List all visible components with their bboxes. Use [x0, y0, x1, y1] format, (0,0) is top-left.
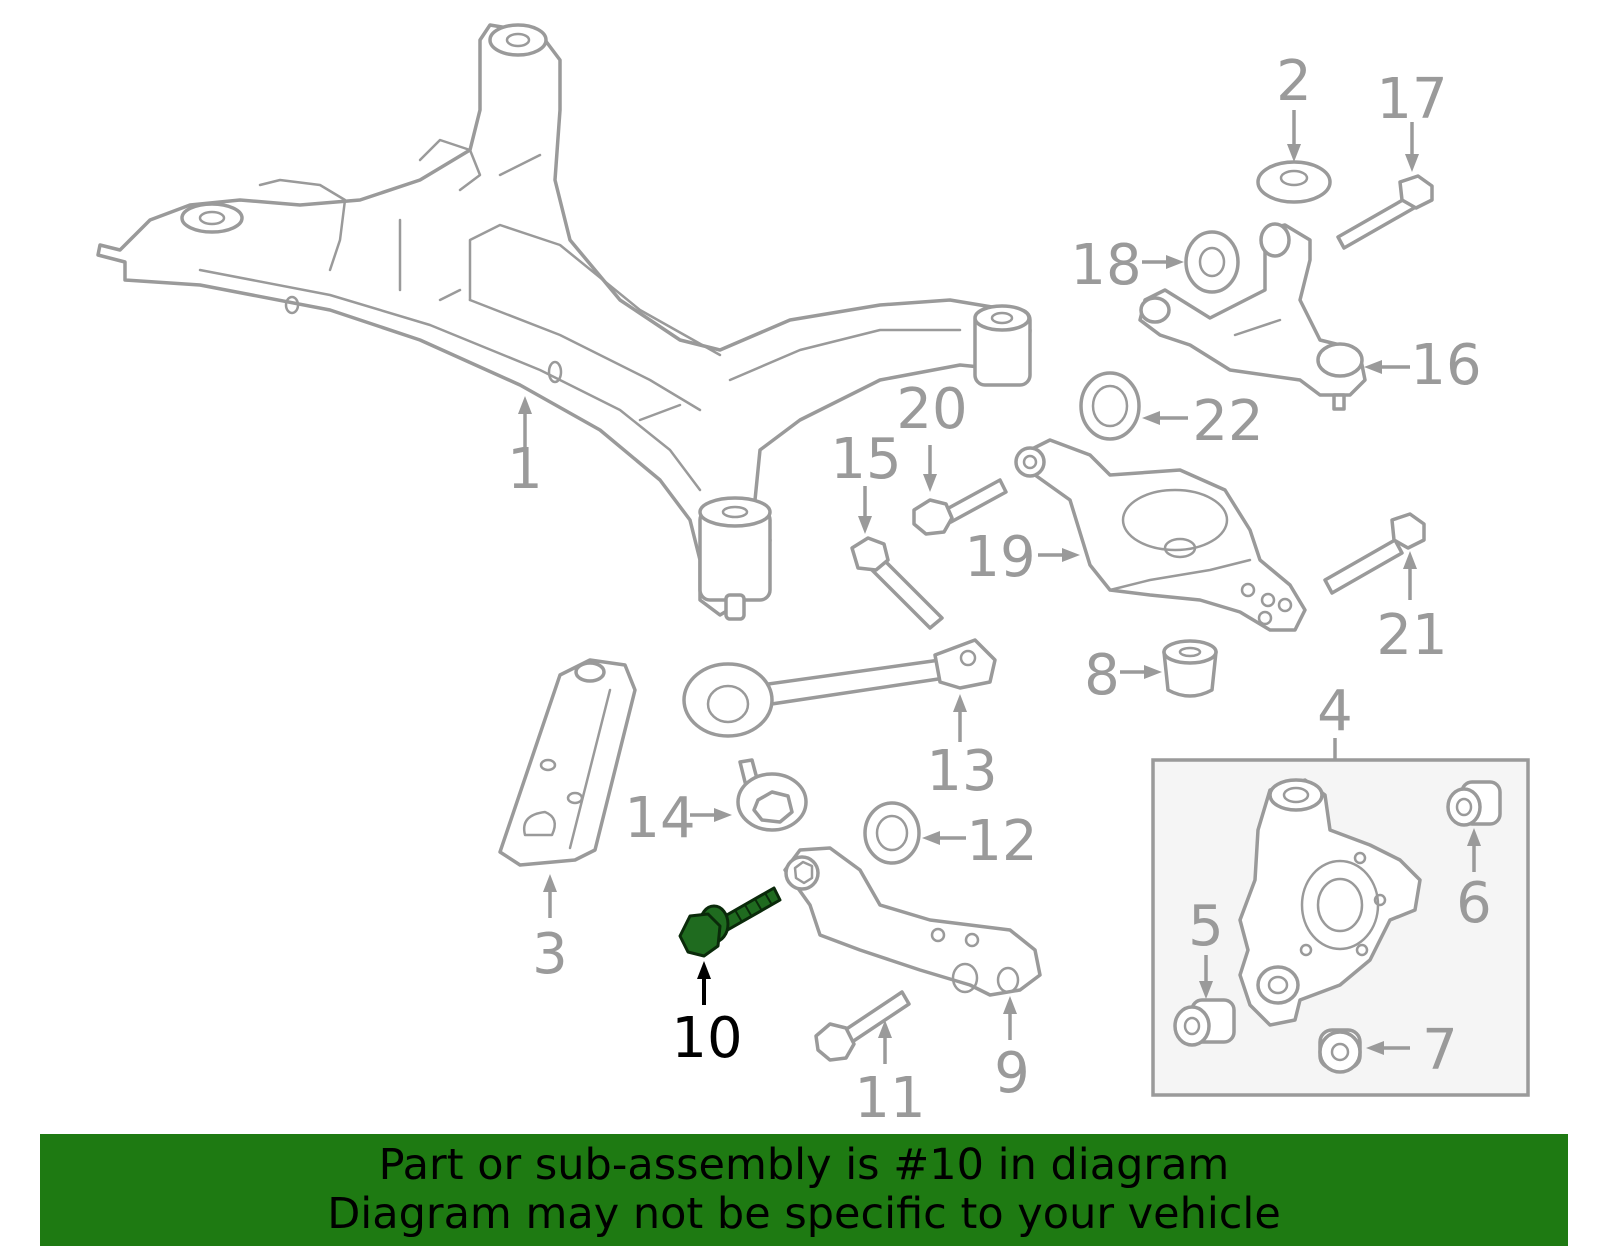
- part-18-washer[interactable]: [1184, 230, 1240, 294]
- part-12-washer[interactable]: [863, 801, 921, 865]
- callout-11: 11: [854, 1066, 925, 1131]
- part-7-bushing[interactable]: [1318, 1028, 1362, 1074]
- part-14-cam-bolt[interactable]: [736, 758, 808, 832]
- callout-16: 16: [1410, 333, 1481, 398]
- callout-6: 6: [1456, 871, 1492, 936]
- part-15-bolt[interactable]: [850, 536, 944, 630]
- part-13-link[interactable]: [682, 638, 997, 738]
- part-10-bolt[interactable]: [678, 886, 782, 958]
- callout-1: 1: [507, 437, 543, 502]
- callout-22: 22: [1192, 389, 1263, 454]
- callout-20: 20: [896, 377, 967, 442]
- part-1-subframe[interactable]: [96, 23, 1032, 621]
- part-21-bolt[interactable]: [1323, 512, 1426, 595]
- part-9-arm[interactable]: [783, 846, 1042, 997]
- part-22-washer[interactable]: [1079, 371, 1141, 441]
- part-19-lower-arm[interactable]: [1014, 438, 1307, 632]
- part-17-bolt[interactable]: [1336, 174, 1434, 250]
- part-3-link[interactable]: [498, 658, 637, 867]
- callout-17: 17: [1376, 67, 1447, 132]
- callout-12: 12: [966, 809, 1037, 874]
- part-2-washer[interactable]: [1256, 160, 1332, 204]
- part-8-bushing[interactable]: [1162, 639, 1218, 698]
- callout-labels: 1 2 3 4 5 6 7 8 9 10 11 12 13 14 15 16 1…: [507, 49, 1492, 1131]
- callout-19: 19: [964, 525, 1035, 590]
- callout-2: 2: [1276, 49, 1312, 114]
- callout-13: 13: [926, 739, 997, 804]
- callout-18: 18: [1070, 233, 1141, 298]
- callout-14: 14: [624, 786, 695, 851]
- notice-banner: Part or sub-assembly is #10 in diagram D…: [40, 1134, 1568, 1246]
- part-5-bushing[interactable]: [1173, 998, 1236, 1047]
- callout-7: 7: [1422, 1018, 1458, 1083]
- callout-21: 21: [1376, 603, 1447, 668]
- callout-15: 15: [830, 427, 901, 492]
- part-16-upper-arm[interactable]: [1138, 222, 1367, 411]
- banner-line-2: Diagram may not be specific to your vehi…: [327, 1189, 1281, 1239]
- callout-8: 8: [1084, 643, 1120, 708]
- callout-10: 10: [671, 1006, 742, 1071]
- callout-5: 5: [1188, 894, 1224, 959]
- part-20-bolt[interactable]: [912, 478, 1008, 536]
- callout-9: 9: [994, 1041, 1030, 1106]
- leader-arrows: [518, 110, 1481, 1064]
- part-11-bolt[interactable]: [814, 990, 911, 1062]
- callout-3: 3: [532, 922, 568, 987]
- part-6-bushing[interactable]: [1446, 780, 1502, 827]
- callout-4: 4: [1317, 679, 1353, 744]
- banner-line-1: Part or sub-assembly is #10 in diagram: [378, 1140, 1230, 1190]
